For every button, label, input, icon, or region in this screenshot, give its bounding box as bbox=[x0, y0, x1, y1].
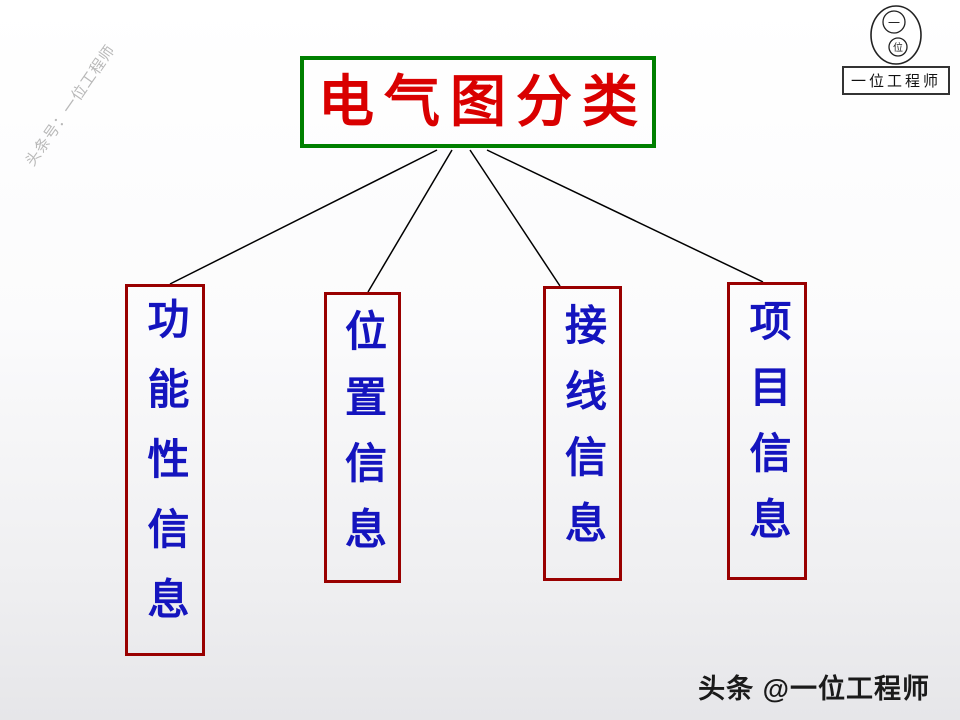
logo-seal-bottom-char: 位 bbox=[893, 41, 903, 54]
watermark-text: 头条号：一位工程师 bbox=[22, 41, 119, 170]
connector-line-wiring bbox=[469, 149, 561, 287]
category-box-location: 位置信息 bbox=[324, 292, 401, 583]
page-title: 电气图分类 bbox=[318, 70, 648, 133]
title-box: 电气图分类 bbox=[300, 56, 656, 148]
category-label-functional: 功能性信息 bbox=[142, 297, 189, 647]
category-box-functional: 功能性信息 bbox=[125, 284, 205, 656]
connector-line-project bbox=[486, 149, 764, 283]
connector-line-location bbox=[367, 149, 453, 293]
brand-logo: 一 位 一位工程师 bbox=[836, 4, 956, 95]
category-box-project: 项目信息 bbox=[727, 282, 807, 580]
category-label-project: 项目信息 bbox=[744, 299, 791, 563]
logo-seal-top-char: 一 bbox=[888, 16, 900, 30]
logo-label: 一位工程师 bbox=[841, 66, 950, 95]
category-label-location: 位置信息 bbox=[339, 309, 387, 573]
connector-line-functional bbox=[169, 149, 438, 285]
category-box-wiring: 接线信息 bbox=[543, 286, 622, 581]
footer-credit: 头条 @一位工程师 bbox=[698, 674, 930, 704]
category-label-wiring: 接线信息 bbox=[559, 303, 607, 567]
logo-seal-icon: 一 位 bbox=[870, 5, 922, 65]
